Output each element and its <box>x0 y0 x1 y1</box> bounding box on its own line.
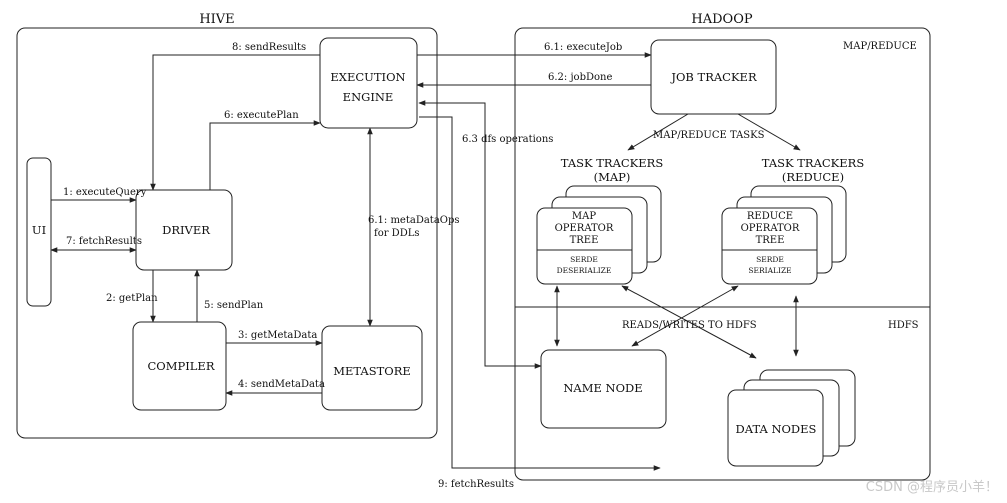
edge-mr-tasks-map <box>627 113 689 151</box>
task-trackers-reduce-group: TASK TRACKERS (REDUCE) REDUCE OPERATOR T… <box>721 156 865 285</box>
task-trackers-map-title-line1: TASK TRACKERS <box>561 156 664 170</box>
edge-mr-tasks-label: MAP/REDUCE TASKS <box>653 130 765 141</box>
data-nodes-group: DATA NODES <box>727 369 856 467</box>
ui-node: UI <box>26 157 52 307</box>
data-nodes-label: DATA NODES <box>736 422 817 436</box>
mapreduce-section-label: MAP/REDUCE <box>843 41 917 52</box>
reduce-tree-line3: TREE <box>756 235 785 246</box>
edge-metadata-ops-label-line1: 6.1: metaDataOps <box>368 215 460 226</box>
job-tracker-label: JOB TRACKER <box>670 70 757 84</box>
compiler-label: COMPILER <box>148 359 215 373</box>
task-trackers-reduce-title-line2: (REDUCE) <box>782 170 844 184</box>
edge-send-plan-label: 5: sendPlan <box>204 300 264 311</box>
map-tree-line1: MAP <box>572 211 596 222</box>
name-node-label: NAME NODE <box>563 381 642 395</box>
job-tracker-node: JOB TRACKER <box>650 39 777 115</box>
compiler-node: COMPILER <box>132 321 227 411</box>
edge-execute-plan <box>209 120 321 190</box>
edge-execute-plan-label: 6: executePlan <box>224 110 299 121</box>
map-serde-line1: SERDE <box>570 255 598 264</box>
metastore-node: METASTORE <box>321 325 423 411</box>
reduce-tree-line1: REDUCE <box>747 211 793 222</box>
hive-title: HIVE <box>199 12 234 27</box>
edge-mr-tasks-reduce <box>737 113 801 151</box>
task-trackers-reduce-title-line1: TASK TRACKERS <box>762 156 865 170</box>
driver-node: DRIVER <box>135 189 233 271</box>
edge-fetch-results-hdfs <box>419 116 661 471</box>
reduce-serde-line1: SERDE <box>756 255 784 264</box>
edge-send-results <box>150 54 320 191</box>
execution-engine-node: EXECUTION ENGINE <box>319 37 418 129</box>
driver-label: DRIVER <box>162 223 210 237</box>
execution-engine-label-line1: EXECUTION <box>330 70 405 84</box>
edge-reads-writes-label: READS/WRITES TO HDFS <box>622 320 757 331</box>
edge-reduce-namenode <box>631 285 739 347</box>
hdfs-section-label: HDFS <box>888 320 919 331</box>
edge-job-done-label: 6.2: jobDone <box>548 72 612 83</box>
edge-metadata-ops-label-line2: for DDLs <box>374 228 420 239</box>
reduce-serde-line2: SERIALIZE <box>748 266 791 275</box>
execution-engine-label-line2: ENGINE <box>343 90 394 104</box>
task-trackers-map-title-line2: (MAP) <box>594 170 631 184</box>
map-tree-line3: TREE <box>570 235 599 246</box>
task-trackers-map-group: TASK TRACKERS (MAP) MAP OPERATOR TREE SE… <box>536 156 664 285</box>
name-node: NAME NODE <box>540 349 667 429</box>
edge-get-plan-label: 2: getPlan <box>106 293 158 304</box>
edge-send-metadata-label: 4: sendMetaData <box>238 379 325 390</box>
reduce-tree-line2: OPERATOR <box>741 223 800 234</box>
edge-dfs-operations <box>418 100 542 369</box>
edge-dfs-operations-label: 6.3 dfs operations <box>462 134 553 145</box>
edge-fetch-results-ui-label: 7: fetchResults <box>66 236 142 247</box>
ui-label: UI <box>32 223 46 237</box>
edge-send-results-label: 8: sendResults <box>232 42 306 53</box>
hadoop-title: HADOOP <box>691 12 752 27</box>
map-serde-line2: DESERIALIZE <box>557 266 612 275</box>
edge-get-metadata-label: 3: getMetaData <box>238 330 317 341</box>
map-tree-line2: OPERATOR <box>555 223 614 234</box>
csdn-watermark: CSDN @程序员小羊！ <box>866 479 998 495</box>
edge-execute-query-label: 1: executeQuery <box>63 187 147 198</box>
edge-fetch-results-hdfs-label: 9: fetchResults <box>438 479 514 490</box>
metastore-label: METASTORE <box>333 364 411 378</box>
edge-execute-job-label: 6.1: executeJob <box>544 42 622 53</box>
